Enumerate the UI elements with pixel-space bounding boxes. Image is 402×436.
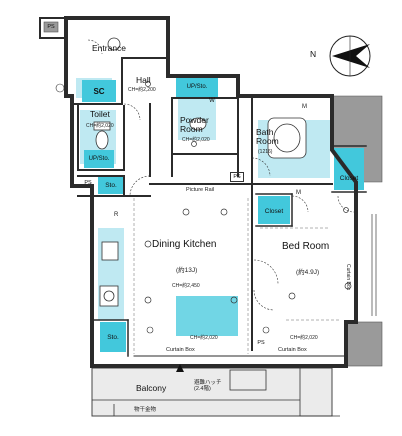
curtain-box-right-label: Curtain Box bbox=[278, 347, 307, 353]
bed-room-label: Bed Room bbox=[282, 241, 330, 252]
mark-m: M bbox=[296, 190, 301, 196]
dining-kitchen-ceiling-height: CH=約2,450 bbox=[172, 283, 200, 289]
storage-fills bbox=[82, 76, 364, 352]
door-swings bbox=[87, 39, 355, 311]
up-storage-toilet-label: UP/Sto. bbox=[88, 156, 110, 162]
circle-markers bbox=[55, 83, 270, 334]
bed-bottom-ceiling-height: CH=約2,020 bbox=[290, 335, 318, 341]
beam-lines bbox=[133, 198, 340, 354]
balcony-label: Balcony bbox=[136, 383, 167, 393]
evacuation-hatch-label: 避難ハッチ (2.4階) bbox=[194, 380, 222, 393]
curtain-box-left-label: Curtain Box bbox=[166, 347, 195, 353]
bed-room-area: (約4.9J) bbox=[296, 269, 320, 276]
window-right bbox=[371, 214, 377, 316]
bath-room-label: Bath Room bbox=[256, 127, 279, 146]
fixtures-drawn bbox=[93, 37, 307, 307]
powder-room-label: Powder Room bbox=[180, 115, 209, 134]
balcony-details bbox=[92, 366, 340, 417]
dining-kitchen-label: Dining Kitchen bbox=[152, 239, 217, 250]
powder-room-ceiling-height: CH=約2,020 bbox=[182, 137, 210, 143]
up-storage-hall-label: UP/Sto. bbox=[186, 84, 208, 90]
up-arrow-icon bbox=[176, 364, 184, 372]
closet-bed-label: Closet bbox=[264, 207, 284, 215]
hall-ceiling-height: CH=約2,200 bbox=[128, 87, 156, 93]
curtain-box-side-label: Curtain Box bbox=[345, 264, 351, 291]
mark-r: R bbox=[114, 212, 119, 218]
entrance-label: Entrance bbox=[92, 43, 127, 53]
hall-label: Hall bbox=[136, 75, 151, 85]
light-fixtures bbox=[144, 81, 352, 304]
mark-m-2: M bbox=[302, 104, 307, 110]
toilet-label: Toilet bbox=[90, 109, 110, 119]
walls bbox=[39, 16, 367, 368]
pipe-space-left-label: PS bbox=[84, 180, 92, 186]
compass-north-letter: N bbox=[310, 49, 317, 59]
laundry-hardware-label: 物干金物 bbox=[134, 407, 157, 413]
pipe-space-bottom-label: PS bbox=[257, 340, 265, 346]
washer-label: W bbox=[209, 98, 215, 104]
storage-left-label: Sto. bbox=[105, 181, 117, 189]
storage-bottom-label: Sto. bbox=[107, 333, 119, 341]
kitchen-bottom-ceiling-height: CH=約2,020 bbox=[190, 335, 218, 341]
picture-rail-label: Picture Rail bbox=[186, 187, 215, 193]
pipe-space-bath-label: PS bbox=[230, 172, 244, 182]
bath-room-size: (1216) bbox=[258, 149, 273, 155]
dining-kitchen-area: (約13J) bbox=[176, 267, 198, 274]
pipe-space-top-label: PS bbox=[47, 24, 55, 30]
closet-right-label: Closet bbox=[339, 174, 359, 182]
shoe-closet-label: SC bbox=[93, 86, 105, 96]
north-compass bbox=[329, 35, 371, 77]
toilet-ceiling-height: CH=約2,020 bbox=[86, 123, 114, 129]
